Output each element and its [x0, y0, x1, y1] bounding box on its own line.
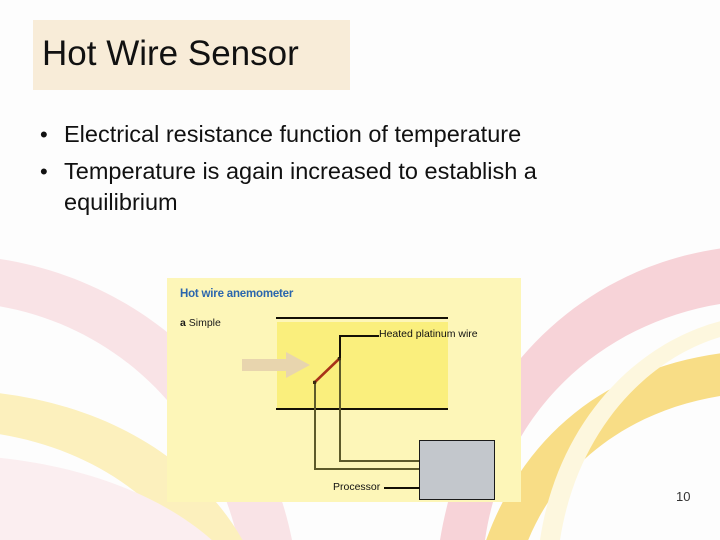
processor-leader-line [384, 487, 420, 489]
page-number: 10 [676, 489, 691, 504]
list-item: • Electrical resistance function of temp… [34, 119, 654, 150]
title-background-block [33, 20, 350, 90]
duct-bottom-wall [276, 408, 448, 410]
hot-wire-anemometer-diagram: Hot wire anemometer a Simple Heated plat… [167, 278, 521, 502]
duct-top-wall [276, 317, 448, 319]
diagram-title: Hot wire anemometer [180, 288, 294, 300]
platinum-wire-label: Heated platinum wire [379, 328, 478, 340]
yellow-swoosh-faint [540, 321, 720, 540]
bullet-list: • Electrical resistance function of temp… [34, 119, 654, 224]
page-title: Hot Wire Sensor [42, 34, 299, 73]
bullet-marker-icon: • [40, 159, 48, 184]
diagram-subtitle-prefix: a [180, 317, 186, 329]
sensor-prong-left [314, 383, 316, 469]
diagram-subtitle: a Simple [180, 317, 221, 329]
diagram-subtitle-rest: Simple [185, 317, 221, 329]
list-item: • Temperature is again increased to esta… [34, 156, 654, 218]
heated-platinum-wire [313, 357, 341, 384]
bullet-marker-icon: • [40, 122, 48, 147]
processor-label: Processor [333, 481, 381, 493]
platinum-wire-leader-horizontal [339, 335, 379, 337]
lead-wire-left [314, 468, 420, 470]
flow-arrow-icon [242, 352, 310, 378]
bullet-text: Temperature is again increased to establ… [64, 158, 537, 215]
bullet-text: Electrical resistance function of temper… [64, 121, 522, 147]
sensor-prong-right [339, 357, 341, 461]
lead-wire-right [339, 460, 420, 462]
platinum-wire-leader-vertical [339, 335, 341, 358]
processor-box [419, 440, 495, 500]
